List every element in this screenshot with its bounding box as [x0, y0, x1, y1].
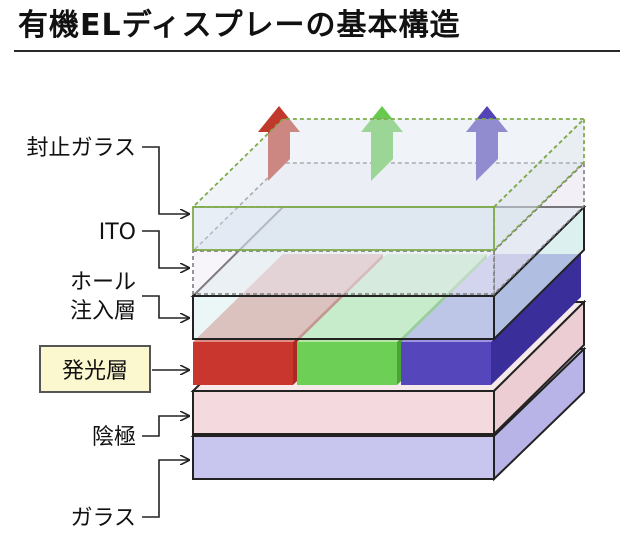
leader-ito: [142, 230, 189, 268]
page-title: 有機ELディスプレーの基本構造: [18, 8, 461, 43]
label-emissive: 発光層: [62, 359, 128, 384]
leader-glass: [142, 460, 189, 518]
label-glass: ガラス: [70, 506, 136, 531]
green-light-arrow: [361, 106, 403, 181]
sealing-glass-layer: [190, 116, 587, 253]
label-cathode: 陰極: [92, 425, 136, 450]
red-light-arrow: [258, 106, 300, 181]
blue-light-arrow: [466, 106, 508, 181]
leader-hole-injection: [142, 295, 189, 318]
leader-cathode: [142, 416, 189, 437]
label-hole-injection-line1: ホール: [70, 270, 136, 295]
leader-sealing-glass: [142, 146, 189, 214]
title-divider: [14, 50, 620, 52]
label-sealing-glass: 封止ガラス: [26, 136, 136, 161]
label-ito: ITO: [99, 220, 136, 245]
emissive-label-box: [39, 345, 151, 393]
label-hole-injection-line2: 注入層: [70, 299, 136, 324]
